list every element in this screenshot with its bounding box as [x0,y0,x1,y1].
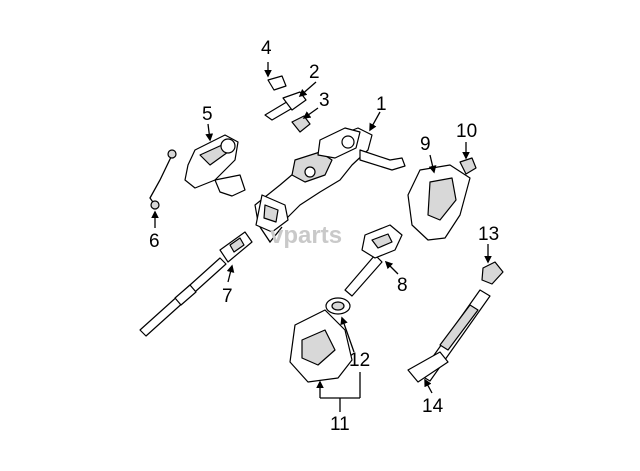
callout-10: 10 [456,121,477,142]
callout-6: 6 [149,231,160,252]
callout-12: 12 [349,350,370,371]
callout-1: 1 [376,94,387,115]
boot-seal[interactable] [289,309,353,383]
key-cylinder-part[interactable] [264,91,307,121]
vparts-logo-text: vparts [270,222,342,249]
vparts-logo: vparts [259,222,342,249]
callout-14: 14 [422,396,444,417]
callout-4: 4 [261,38,272,59]
ring-seal[interactable] [325,297,351,315]
callout-11: 11 [330,414,350,435]
callout-7: 7 [222,286,233,307]
steering-column-assembly[interactable] [254,127,406,233]
cap-fitting[interactable] [481,261,504,285]
callout-13: 13 [478,224,499,245]
callout-labels: 1 2 3 4 5 6 7 8 9 10 11 12 13 14 [149,38,499,435]
callout-2: 2 [309,62,320,83]
lower-shaft-joint[interactable] [344,224,403,297]
lower-shaft[interactable] [407,289,491,383]
callout-9: 9 [420,134,431,155]
callout-8: 8 [397,275,408,296]
cable-part[interactable] [149,149,177,210]
callout-3: 3 [319,90,330,111]
ignition-housing[interactable] [184,134,246,197]
leader-lines [151,62,492,412]
bracket-part[interactable] [267,75,287,91]
clip-part[interactable] [291,115,311,133]
grommet-part[interactable] [459,157,477,175]
column-cover[interactable] [407,164,471,241]
intermediate-shaft[interactable] [139,231,253,337]
callout-5: 5 [202,104,213,125]
